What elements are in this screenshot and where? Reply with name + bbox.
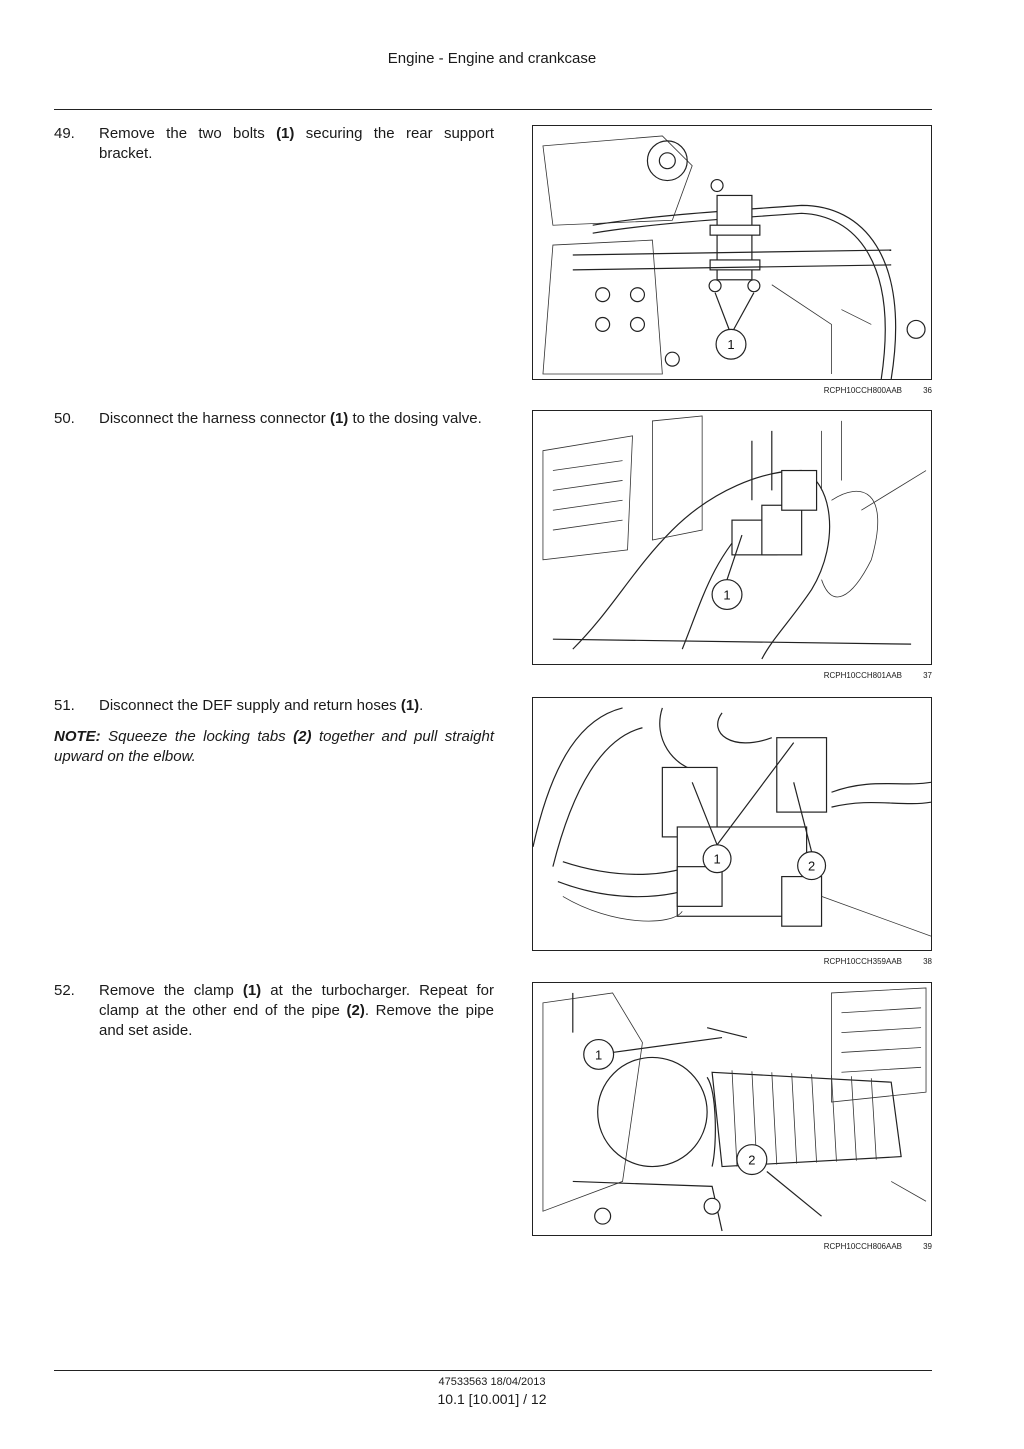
step-number: 51. xyxy=(54,697,75,714)
figure-code: RCPH10CCH800AAB xyxy=(823,386,902,395)
step-text: Disconnect the harness connector (1) to … xyxy=(99,410,482,427)
figure-number: 36 xyxy=(923,386,932,395)
step-text: Remove the two bolts (1) securing the re… xyxy=(99,125,494,162)
callout-1: 1 xyxy=(723,588,730,603)
step-number: 52. xyxy=(54,982,75,999)
callout-2: 2 xyxy=(808,859,815,874)
figure-number: 37 xyxy=(923,671,932,680)
figure-number: 39 xyxy=(923,1242,932,1251)
figure-37-caption: RCPH10CCH801AAB 37 xyxy=(532,671,932,683)
step-52: 52. Remove the clamp (1) at the turbocha… xyxy=(54,981,494,1041)
step-text: Remove the clamp (1) at the turbocharger… xyxy=(99,982,494,1039)
figure-37-illustration: 1 xyxy=(532,410,932,665)
callout-1: 1 xyxy=(727,337,734,352)
footer-document-id: 47533563 18/04/2013 xyxy=(438,1376,546,1388)
callout-2: 2 xyxy=(748,1153,755,1168)
step-51-note: NOTE: Squeeze the locking tabs (2) toget… xyxy=(54,728,494,765)
footer-page-number: 10.1 [10.001] / 12 xyxy=(437,1391,547,1407)
callout-1: 1 xyxy=(595,1047,602,1062)
step-number: 50. xyxy=(54,410,75,427)
step-text: Disconnect the DEF supply and return hos… xyxy=(99,697,424,714)
step-50: 50. Disconnect the harness connector (1)… xyxy=(54,409,494,429)
footer-rule xyxy=(54,1370,932,1371)
figure-36-caption: RCPH10CCH800AAB 36 xyxy=(532,386,932,398)
figure-39-caption: RCPH10CCH806AAB 39 xyxy=(532,1242,932,1254)
figure-number: 38 xyxy=(923,957,932,966)
figure-38-caption: RCPH10CCH359AAB 38 xyxy=(532,957,932,969)
figure-38-illustration: 1 2 xyxy=(532,697,932,951)
figure-39-illustration: 1 2 xyxy=(532,982,932,1236)
figure-code: RCPH10CCH806AAB xyxy=(823,1242,902,1251)
callout-1: 1 xyxy=(713,852,720,867)
figure-36-illustration: 1 xyxy=(532,125,932,380)
step-49: 49. Remove the two bolts (1) securing th… xyxy=(54,124,494,164)
figure-code: RCPH10CCH801AAB xyxy=(823,671,902,680)
step-51: 51. Disconnect the DEF supply and return… xyxy=(54,696,494,716)
page-header-title: Engine - Engine and crankcase xyxy=(387,50,597,67)
figure-code: RCPH10CCH359AAB xyxy=(823,957,902,966)
header-rule xyxy=(54,109,932,110)
step-number: 49. xyxy=(54,125,75,142)
